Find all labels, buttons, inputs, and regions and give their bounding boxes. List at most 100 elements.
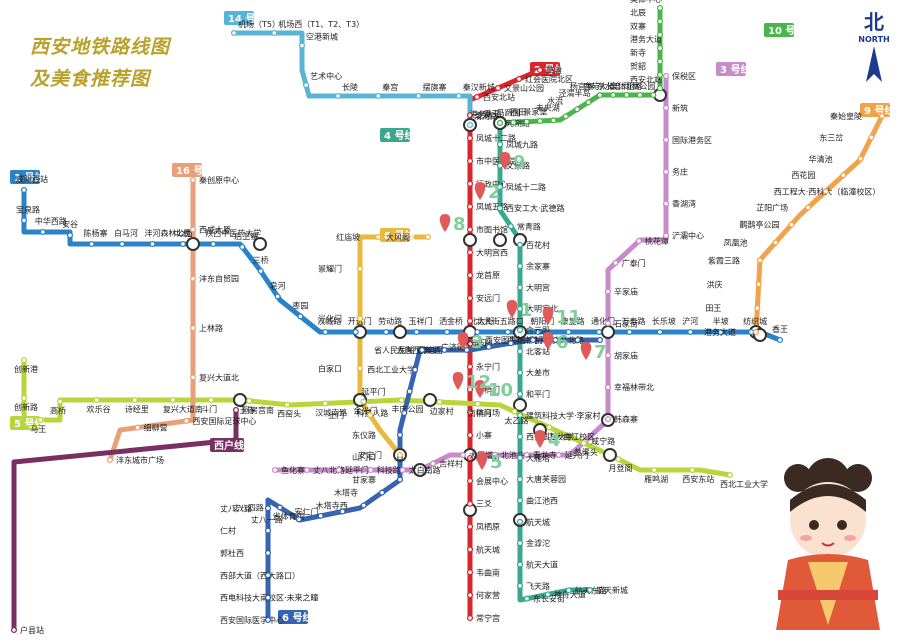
station-dot — [516, 412, 524, 419]
station-label: 韩森寨 — [614, 414, 638, 424]
station-dot — [455, 92, 462, 100]
food-pin-icon[interactable] — [580, 342, 592, 360]
station-label: 朝阳门 — [530, 316, 554, 326]
station-label: 航天城 — [476, 544, 500, 554]
station-label: 会展中心 — [476, 476, 508, 486]
station-dot — [580, 440, 587, 447]
station-dot — [656, 4, 664, 12]
station-label: 韦曲南 — [476, 567, 500, 577]
station-label: 半坡 — [713, 316, 729, 326]
station-dot — [656, 328, 663, 336]
station-label: 安谷 — [62, 219, 78, 229]
food-marker-number: 5 — [490, 452, 503, 473]
station-label: 体育场 — [476, 407, 500, 417]
food-pin-icon[interactable] — [506, 300, 518, 318]
station-label: 创新路 — [14, 402, 38, 412]
station-label: 丈八一路 — [251, 514, 283, 524]
station-label: 大明宫北 — [526, 304, 558, 314]
station-dot — [183, 417, 190, 424]
station-dot — [93, 396, 100, 404]
food-pin-icon[interactable] — [542, 307, 554, 325]
station-dot — [596, 336, 604, 344]
station-label: 浐灞中心 — [672, 231, 704, 241]
station-dot — [335, 466, 342, 474]
station-label: 科技路 — [377, 465, 401, 475]
station-dot — [264, 616, 272, 624]
station-label: 西安国际足球中心 — [192, 416, 256, 426]
station-dot — [516, 284, 524, 291]
station-dot — [356, 265, 364, 272]
station-dot — [413, 328, 420, 336]
station-label: 港务大道 — [470, 109, 502, 119]
station-label: 桃花潭 — [645, 236, 669, 246]
station-label: 紫霞三路 — [708, 255, 740, 265]
station-dot — [466, 432, 474, 439]
station-dot — [574, 106, 581, 113]
station-label: 上林路 — [199, 323, 223, 333]
station-dot — [562, 113, 569, 120]
food-pin-icon[interactable] — [452, 372, 464, 390]
station-dot — [466, 363, 474, 370]
food-pin-icon[interactable] — [474, 182, 486, 200]
station-label: 洒金桥 — [439, 316, 463, 326]
food-pin-icon[interactable] — [499, 152, 511, 170]
station-dot — [264, 505, 272, 512]
station-dot — [169, 396, 176, 404]
station-label: 大明宫 — [526, 282, 550, 292]
station-label: 东仪路 — [352, 430, 376, 440]
station-label: 中华西路 — [35, 216, 67, 226]
station-label: 空港新城 — [306, 31, 338, 41]
station-dot — [274, 293, 281, 300]
station-dot — [429, 460, 437, 467]
station-label: 鸭子寨 — [530, 335, 554, 345]
food-marker-number: 8 — [453, 214, 466, 235]
station-label: 凤城十二路 — [476, 133, 516, 143]
station-dot — [189, 226, 197, 233]
line-badge-text: 5 号线 — [14, 417, 44, 430]
station-dot — [656, 18, 664, 25]
station-label: 西安北站 — [630, 74, 662, 84]
station-dot — [529, 336, 537, 344]
station-label: 余家寨 — [526, 261, 550, 271]
station-dot — [39, 228, 46, 236]
station-dot — [754, 305, 761, 312]
station-dot — [56, 398, 64, 405]
station-label: 杨官寨 — [570, 81, 594, 91]
station-label: 元朔路 — [506, 118, 530, 128]
food-pin-icon[interactable] — [474, 380, 486, 398]
line-badge-text: 6 号线 — [282, 611, 312, 624]
line-badge-4 — [380, 128, 410, 142]
food-pin-icon[interactable] — [457, 332, 469, 350]
station-dot — [717, 328, 724, 336]
station-dot — [496, 183, 504, 190]
line-badge-5 — [10, 416, 40, 430]
mascot-illustration — [776, 458, 880, 630]
station-label: 丈八六路 — [220, 503, 252, 513]
transfer-station-icon — [253, 237, 267, 251]
station-label: 汉城南路 — [315, 407, 347, 417]
food-pin-icon[interactable] — [476, 452, 488, 470]
station-dot — [466, 317, 474, 324]
station-dot — [656, 85, 664, 92]
food-pin-icon[interactable] — [534, 430, 546, 448]
station-dot — [466, 340, 474, 347]
food-pin-icon[interactable] — [439, 214, 451, 232]
station-label: 王寺 — [239, 406, 255, 415]
station-dot — [516, 476, 524, 483]
station-dot — [536, 66, 544, 74]
station-dot — [596, 92, 603, 99]
station-dot — [662, 200, 670, 207]
station-label: 景家堡 — [523, 106, 547, 116]
food-pin-icon[interactable] — [542, 332, 554, 350]
station-dot — [662, 72, 670, 80]
station-label: 三爻 — [476, 500, 492, 509]
station-label: 西部大道（西大路口） — [220, 570, 300, 580]
transfer-station-icon — [601, 325, 615, 339]
metro-line-5 — [21, 357, 733, 478]
station-dot — [604, 416, 612, 423]
station-label: 仁村 — [220, 526, 236, 536]
station-dot — [246, 397, 253, 404]
station-dot — [516, 305, 524, 312]
station-dot — [189, 176, 197, 184]
station-label: 凤凰池 — [724, 237, 748, 247]
